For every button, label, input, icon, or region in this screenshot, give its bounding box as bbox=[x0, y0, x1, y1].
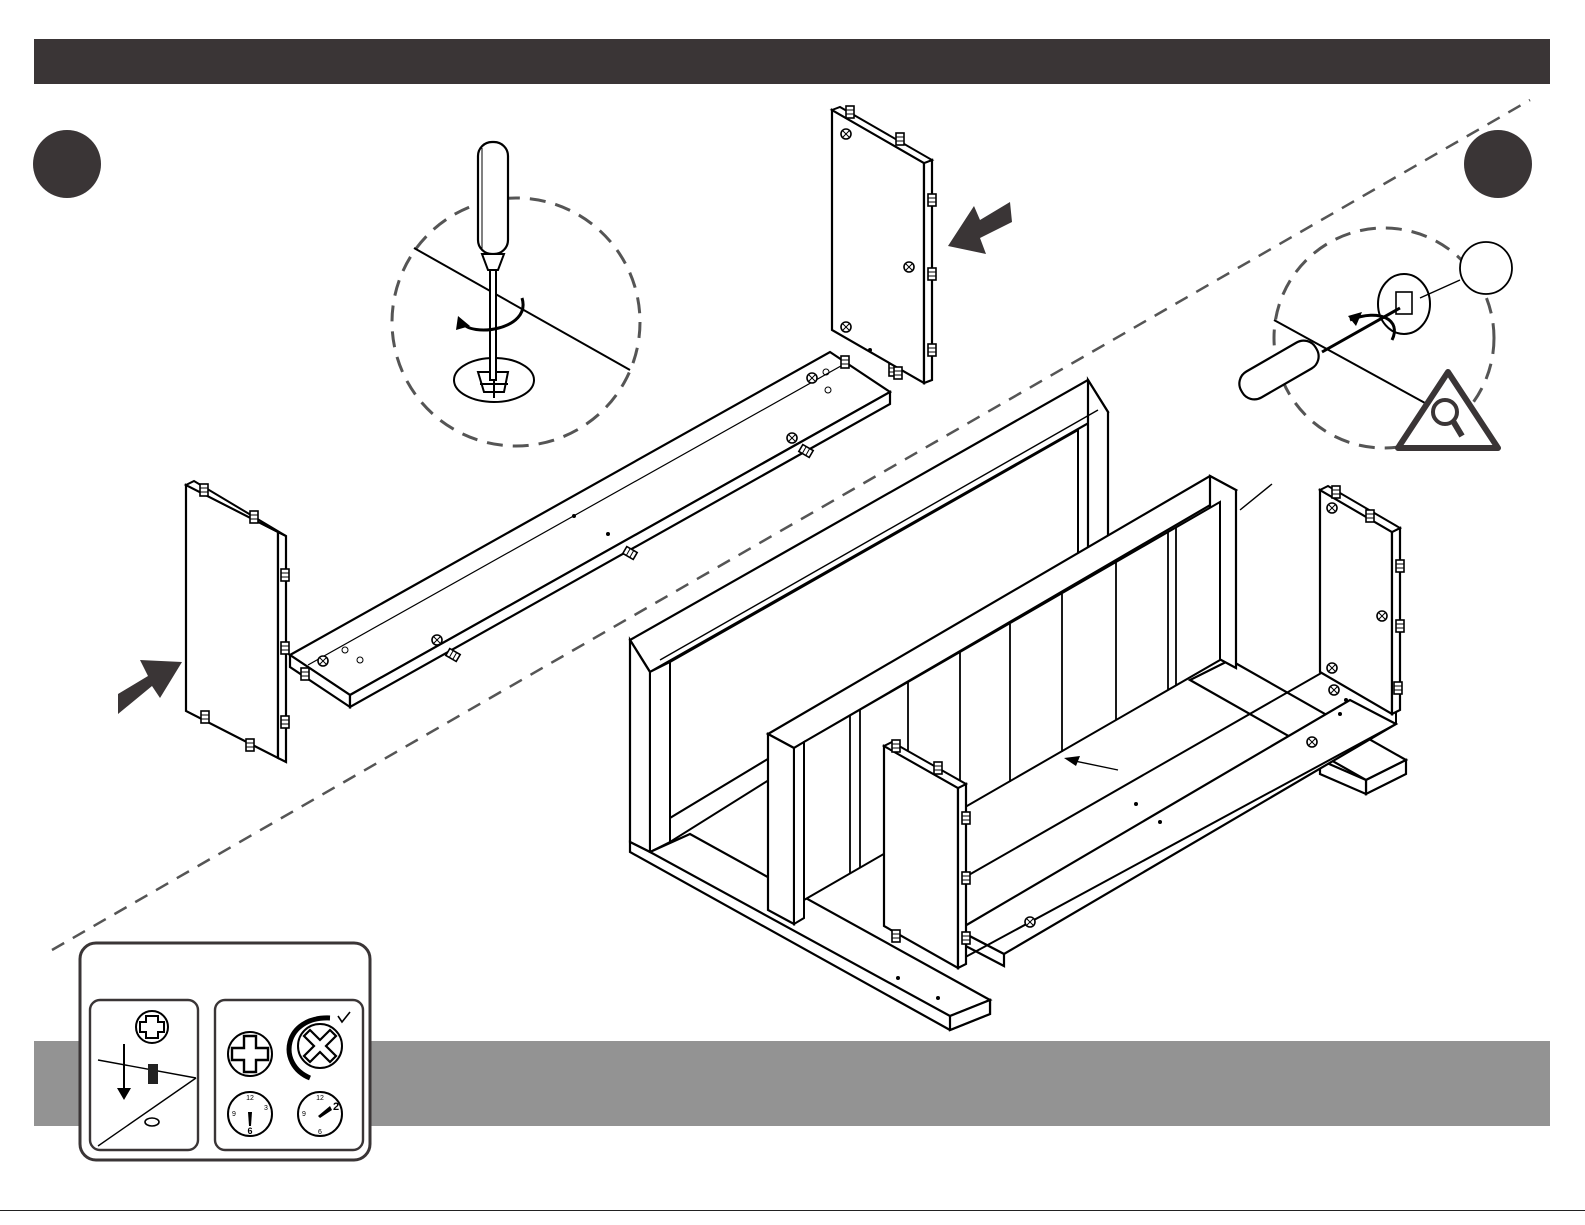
clock-icon: 12 2 6 9 bbox=[298, 1092, 342, 1136]
detail-circle-left bbox=[392, 142, 640, 446]
clock-icon: 12 3 6 9 bbox=[228, 1092, 272, 1136]
svg-text:6: 6 bbox=[247, 1126, 252, 1136]
svg-text:9: 9 bbox=[302, 1111, 306, 1118]
svg-text:12: 12 bbox=[246, 1095, 254, 1102]
tip-box: 12 3 6 9 12 2 6 9 bbox=[80, 943, 370, 1160]
right-end-panel-part bbox=[1320, 486, 1404, 714]
svg-text:9: 9 bbox=[232, 1111, 236, 1118]
push-arrow-icon bbox=[118, 660, 182, 714]
svg-text:12: 12 bbox=[316, 1095, 324, 1102]
step-badge-right bbox=[1464, 130, 1532, 198]
svg-text:3: 3 bbox=[264, 1105, 268, 1112]
left-side-panel-part bbox=[186, 481, 289, 762]
svg-text:2: 2 bbox=[333, 1101, 339, 1113]
push-arrow-icon bbox=[948, 202, 1012, 254]
svg-text:6: 6 bbox=[318, 1129, 322, 1136]
right-side-panel-part bbox=[832, 106, 936, 383]
bottom-rule bbox=[0, 1210, 1585, 1211]
step-badge-left bbox=[33, 130, 101, 198]
